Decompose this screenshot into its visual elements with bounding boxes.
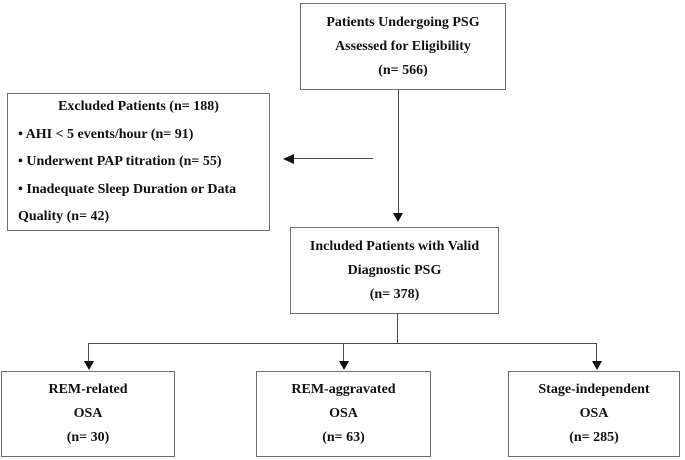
arrow-to-excluded-line — [294, 158, 373, 160]
excluded-bullet: • Underwent PAP titration (n= 55) — [18, 154, 222, 170]
box-line-count: (n= 30) — [66, 430, 110, 445]
excluded-title: Excluded Patients (n= 188) — [58, 99, 219, 115]
box-line: REM-related — [48, 382, 128, 397]
arrowhead-to-included-icon — [393, 213, 403, 222]
box-rem-aggravated-osa: REM-aggravated OSA (n= 63) — [256, 371, 431, 457]
arrowhead-to-excluded-icon — [283, 153, 294, 164]
box-line-count: (n= 566) — [378, 62, 428, 78]
box-line: Assessed for Eligibility — [335, 38, 471, 54]
box-line: OSA — [579, 406, 609, 421]
box-line: Included Patients with Valid — [309, 238, 480, 254]
box-stage-independent-osa: Stage-independent OSA (n= 285) — [508, 371, 680, 457]
box-line-count: (n= 285) — [569, 430, 619, 445]
box-line: REM-aggravated — [291, 382, 396, 397]
arrowhead-rem-aggravated-icon — [338, 361, 349, 370]
box-line: Diagnostic PSG — [347, 262, 442, 278]
box-line-count: (n= 63) — [322, 430, 365, 445]
box-included-patients: Included Patients with Valid Diagnostic … — [290, 227, 499, 314]
box-line: Stage-independent — [538, 382, 650, 397]
excluded-bullet: • AHI < 5 events/hour (n= 91) — [18, 126, 194, 142]
box-line: OSA — [329, 406, 358, 421]
arrow-to-stage-independent-line — [596, 342, 598, 362]
arrowhead-rem-related-icon — [83, 361, 94, 370]
connector-included-stub — [396, 313, 398, 343]
box-excluded-patients: Excluded Patients (n= 188) • AHI < 5 eve… — [7, 93, 270, 231]
box-line-count: (n= 378) — [369, 286, 420, 302]
excluded-bullet: • Inadequate Sleep Duration or Data — [18, 181, 237, 197]
arrow-to-rem-aggravated-line — [343, 342, 345, 362]
arrowhead-stage-independent-icon — [591, 361, 602, 370]
box-rem-related-osa: REM-related OSA (n= 30) — [1, 371, 175, 457]
arrow-assessed-to-included-line — [397, 90, 399, 213]
excluded-bullet-wrap: Quality (n= 42) — [18, 209, 110, 225]
box-line: OSA — [73, 406, 103, 421]
arrow-to-rem-related-line — [88, 342, 90, 362]
box-assessed-for-eligibility: Patients Undergoing PSG Assessed for Eli… — [300, 3, 506, 90]
connector-branch-line — [88, 342, 597, 344]
box-line: Patients Undergoing PSG — [326, 14, 480, 30]
